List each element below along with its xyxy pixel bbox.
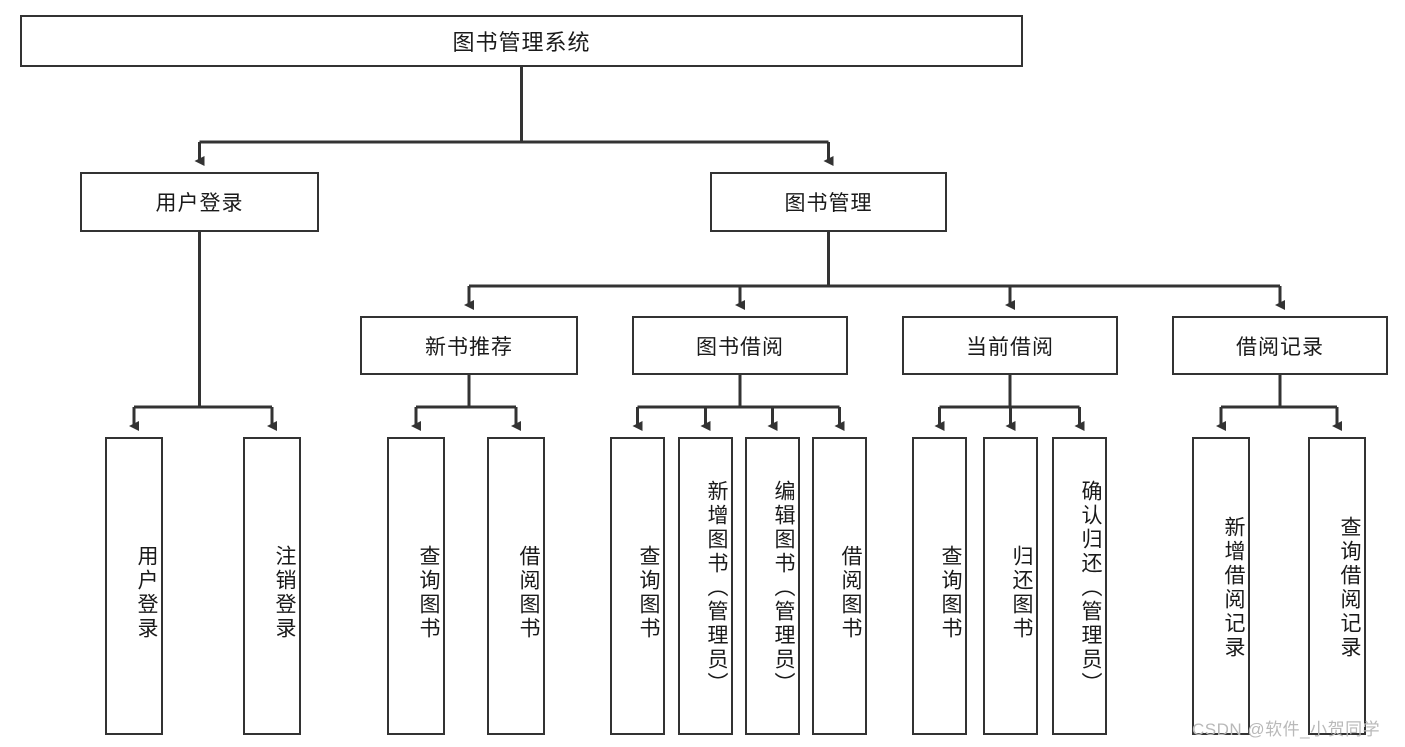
node-label: 确认归还（管理员） bbox=[1079, 480, 1102, 696]
node-leaf-query-book-3[interactable]: 查询图书 bbox=[912, 437, 967, 735]
node-user-login[interactable]: 用户登录 bbox=[80, 172, 319, 232]
node-leaf-user-login[interactable]: 用户登录 bbox=[105, 437, 163, 735]
node-label: 用户登录 bbox=[135, 545, 158, 641]
node-label: 图书借阅 bbox=[696, 335, 784, 359]
node-label: 查询图书 bbox=[417, 545, 440, 641]
node-leaf-query-book-2[interactable]: 查询图书 bbox=[610, 437, 665, 735]
node-book-borrow[interactable]: 图书借阅 bbox=[632, 316, 848, 375]
node-leaf-add-record[interactable]: 新增借阅记录 bbox=[1192, 437, 1250, 735]
node-label: 新增图书（管理员） bbox=[705, 480, 728, 696]
node-leaf-logout[interactable]: 注销登录 bbox=[243, 437, 301, 735]
node-current-borrow[interactable]: 当前借阅 bbox=[902, 316, 1118, 375]
node-label: 用户登录 bbox=[155, 192, 244, 215]
node-label: 图书管理系统 bbox=[452, 30, 591, 55]
node-root[interactable]: 图书管理系统 bbox=[20, 15, 1023, 67]
node-borrow-record[interactable]: 借阅记录 bbox=[1172, 316, 1388, 375]
node-book-manage[interactable]: 图书管理 bbox=[710, 172, 947, 232]
node-label: 借阅图书 bbox=[517, 545, 540, 641]
node-label: 归还图书 bbox=[1010, 545, 1033, 641]
node-label: 编辑图书（管理员） bbox=[772, 480, 795, 696]
node-leaf-query-book-1[interactable]: 查询图书 bbox=[387, 437, 445, 735]
node-label: 借阅图书 bbox=[839, 545, 862, 641]
node-label: 新增借阅记录 bbox=[1222, 516, 1245, 660]
node-leaf-edit-book[interactable]: 编辑图书（管理员） bbox=[745, 437, 800, 735]
node-label: 查询图书 bbox=[637, 545, 660, 641]
node-label: 注销登录 bbox=[273, 545, 296, 641]
node-leaf-return-book[interactable]: 归还图书 bbox=[983, 437, 1038, 735]
node-leaf-add-book[interactable]: 新增图书（管理员） bbox=[678, 437, 733, 735]
node-label: 图书管理 bbox=[784, 192, 873, 215]
node-label: 当前借阅 bbox=[966, 335, 1054, 359]
node-leaf-query-record[interactable]: 查询借阅记录 bbox=[1308, 437, 1366, 735]
node-new-book-rec[interactable]: 新书推荐 bbox=[360, 316, 578, 375]
node-leaf-borrow-book-2[interactable]: 借阅图书 bbox=[812, 437, 867, 735]
node-leaf-borrow-book-1[interactable]: 借阅图书 bbox=[487, 437, 545, 735]
node-label: 借阅记录 bbox=[1236, 335, 1324, 359]
node-label: 查询借阅记录 bbox=[1338, 516, 1361, 660]
node-label: 查询图书 bbox=[939, 545, 962, 641]
node-label: 新书推荐 bbox=[425, 335, 513, 359]
node-leaf-confirm-return[interactable]: 确认归还（管理员） bbox=[1052, 437, 1107, 735]
csdn-watermark: CSDN @软件_小贺同学 bbox=[1192, 720, 1381, 739]
